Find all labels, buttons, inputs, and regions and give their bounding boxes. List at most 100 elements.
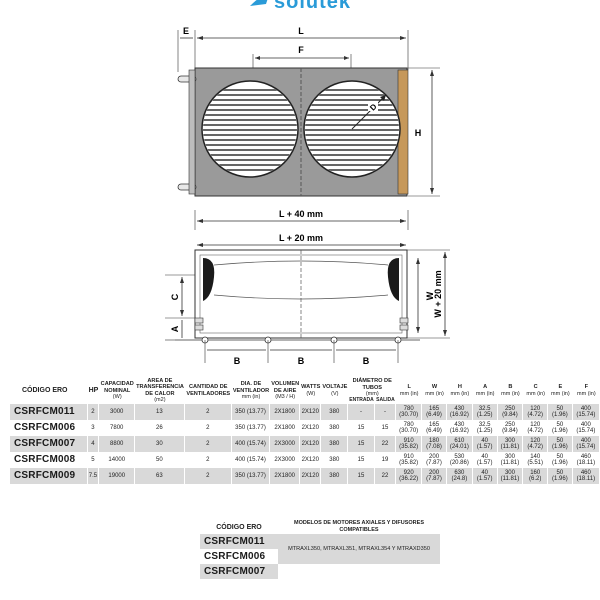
cell-area: 13 [135,403,185,420]
cell-a: 40 (1.57) [472,451,498,468]
cell-outlet: - [374,403,397,420]
models-list: MTRAXL350, MTRAXL351, MTRAXL354 Y MTRAXD… [278,534,440,565]
cell-volt: 380 [321,419,349,436]
cell-w: 180 (7.08) [422,435,447,452]
dim-label-b1: B [234,356,241,366]
cell-f: 400 (15.74) [572,419,600,436]
dim-label-f: F [298,45,304,55]
cell-e: 50 (1.96) [548,467,573,484]
compatible-models-table: CÓDIGO ERO MODELOS DE MOTORES AXIALES Y … [200,520,440,580]
cell-h: 610 (24.01) [446,435,473,452]
fan-grille-right [303,80,401,178]
cell-code: CSRFCM008 [10,451,88,468]
cell-outlet: 19 [374,451,397,468]
col-header-volt: VOLTAJE(V) [322,384,348,397]
dim-label-w20: W + 20 mm [433,270,443,317]
cell-hp: 2 [87,403,100,420]
dim-label-c: C [170,293,180,300]
cell-e: 50 (1.96) [548,403,573,420]
cell-area: 26 [135,419,185,436]
cell-area: 50 [135,451,185,468]
cell-l: 910 (35.82) [396,451,423,468]
cell-hp: 4 [87,435,100,452]
cell-code: CSRFCM011 [10,403,88,420]
cell-capacity: 8800 [99,435,136,452]
cell-capacity: 3000 [99,403,136,420]
cell-h: 430 (16.92) [446,403,473,420]
cell-a: 40 (1.57) [472,435,498,452]
cell-air: 2X1800 [270,419,301,436]
dim-label-l20: L + 20 mm [279,233,323,243]
cell-e: 50 (1.96) [548,435,573,452]
col-header-outlet: SALIDA [376,396,395,403]
cell-l: 780 (30.70) [396,403,423,420]
brand-name: solutek [274,0,352,13]
cell-c: 120 (4.72) [523,435,549,452]
dim-label-b3: B [363,356,370,366]
cell-h: 630 (24.8) [446,467,473,484]
cell-b: 300 (11.81) [497,435,524,452]
cell-inlet: 15 [348,451,375,468]
dim-label-e: E [183,26,189,36]
dim-label-l: L [298,26,304,36]
cell-capacity: 14000 [99,451,136,468]
cell-code: CSRFCM007 [10,435,88,452]
specifications-table: CÓDIGO ERO HP CAPACIDAD NOMINAL(W) AREA … [10,378,600,484]
cell-hp: 7.5 [87,467,100,484]
cell-code: CSRFCM009 [10,467,88,484]
col-header-hp: HP [88,386,99,394]
cell-fans: 2 [184,467,232,484]
cell-b: 300 (11.81) [497,467,524,484]
cell-inlet: - [348,403,375,420]
col-header-area: AREA DE TRANSFERENCIA DE CALOR(m2) [136,378,184,404]
cell-fan-dia: 400 (15.74) [231,451,271,468]
cell-c: 120 (4.72) [523,403,549,420]
cell-inlet: 15 [348,467,375,484]
dim-label-h: H [415,128,422,138]
cell-fan-dia: 350 (13.77) [231,403,271,420]
cell-fans: 2 [184,403,232,420]
dim-label-d: D [368,102,379,113]
cell-volt: 380 [321,435,349,452]
col-header-inlet: ENTRADA [349,396,374,403]
cell-e: 50 (1.96) [548,451,573,468]
cell-outlet: 22 [374,435,397,452]
cell-a: 40 (1.57) [472,467,498,484]
cell-watts: 2X120 [300,419,322,436]
col-header-air: VOLUMEN DE AIRE(M3 / H) [271,381,300,401]
models-header-code: CÓDIGO ERO [216,523,262,531]
cell-fans: 2 [184,419,232,436]
col-header-code: CÓDIGO ERO [22,386,68,394]
cell-b: 250 (9.84) [497,419,524,436]
cell-f: 460 (18.11) [572,467,600,484]
models-code: CSRFCM006 [204,551,266,563]
cell-area: 30 [135,435,185,452]
dim-label-a: A [170,325,180,332]
fan-grille-left [201,80,299,178]
cell-volt: 380 [321,403,349,420]
col-header-watts: WATTS(W) [301,384,321,397]
cell-l: 910 (35.82) [396,435,423,452]
models-code: CSRFCM011 [200,534,278,550]
cell-watts: 2X120 [300,403,322,420]
cell-fan-dia: 350 (13.77) [231,419,271,436]
cell-b: 300 (11.81) [497,451,524,468]
col-header-fans: CANTIDAD DE VENTILADORES [186,384,231,397]
cell-h: 530 (20.86) [446,451,473,468]
cell-volt: 380 [321,451,349,468]
cell-fans: 2 [184,451,232,468]
cell-volt: 380 [321,467,349,484]
front-view-drawing: L E F [177,26,440,197]
cell-w: 200 (7.87) [422,451,447,468]
cell-watts: 2X120 [300,467,322,484]
cell-air: 2X1800 [270,467,301,484]
cell-fan-dia: 350 (13.77) [231,467,271,484]
